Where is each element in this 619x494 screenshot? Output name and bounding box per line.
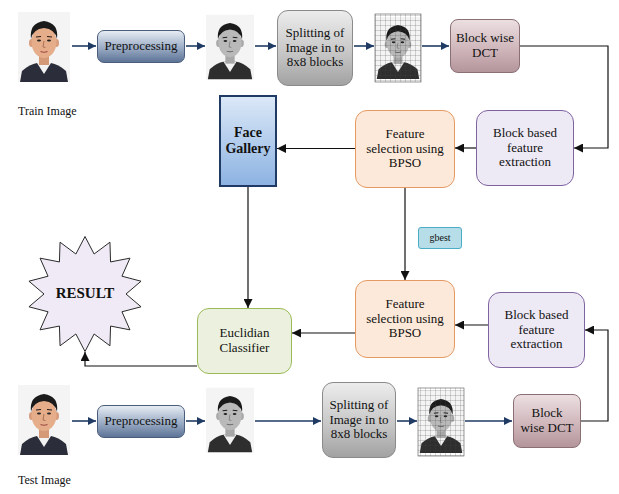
node-text: RESULT xyxy=(56,285,115,302)
image-label: Test Image xyxy=(18,473,71,488)
node-text: Splitting of Image in to 8x8 blocks xyxy=(282,26,348,71)
face-photo xyxy=(18,385,70,455)
gray-face-photo xyxy=(206,15,254,80)
connector-arrow xyxy=(292,332,355,333)
connector-arrow xyxy=(455,147,476,148)
connector-arrow xyxy=(277,148,355,149)
process-box: Splitting of Image in to 8x8 blocks xyxy=(322,382,396,458)
node-text: Block based feature extraction xyxy=(483,126,567,171)
process-box: Block based feature extraction xyxy=(488,292,585,368)
connector-arrow xyxy=(455,324,488,325)
connector-arrow xyxy=(404,188,405,280)
node-text: gbest xyxy=(429,232,450,244)
process-box: Block based feature extraction xyxy=(476,110,574,186)
process-box: Feature selection using BPSO xyxy=(355,280,455,358)
node-text: Block wise DCT xyxy=(518,406,576,436)
image-label: Train Image xyxy=(18,104,77,119)
process-box: Preprocessing xyxy=(97,30,185,63)
connector-arrow xyxy=(247,187,248,308)
node-text: Block based feature extraction xyxy=(495,308,578,353)
connector-arrow xyxy=(85,352,197,366)
connector-arrow xyxy=(581,330,608,421)
classifier-box: Euclidian Classifier xyxy=(197,308,292,374)
node-text: Splitting of Image in to 8x8 blocks xyxy=(327,398,391,443)
process-box: Feature selection using BPSO xyxy=(355,110,455,188)
process-box: Splitting of Image in to 8x8 blocks xyxy=(277,10,353,86)
gbest-tag: gbest xyxy=(418,227,462,249)
grid-face-photo xyxy=(375,14,421,82)
gray-face-photo xyxy=(206,388,254,453)
process-box: Block wise DCT xyxy=(513,394,581,448)
node-text: Feature selection using BPSO xyxy=(362,127,448,172)
node-text: Preprocessing xyxy=(105,414,178,429)
result-star: RESULT xyxy=(27,236,143,352)
node-text: Preprocessing xyxy=(105,39,178,54)
process-box: Block wise DCT xyxy=(450,19,520,73)
face-photo xyxy=(18,12,70,82)
process-box: Preprocessing xyxy=(97,405,185,438)
node-text: Block wise DCT xyxy=(455,31,515,61)
node-text: Feature selection using BPSO xyxy=(362,297,448,342)
gallery-box: Face Gallery xyxy=(219,95,277,187)
flow-arrow xyxy=(72,46,512,421)
node-text: Face Gallery xyxy=(224,125,272,157)
node-text: Euclidian Classifier xyxy=(204,326,285,356)
grid-face-photo xyxy=(418,388,464,456)
